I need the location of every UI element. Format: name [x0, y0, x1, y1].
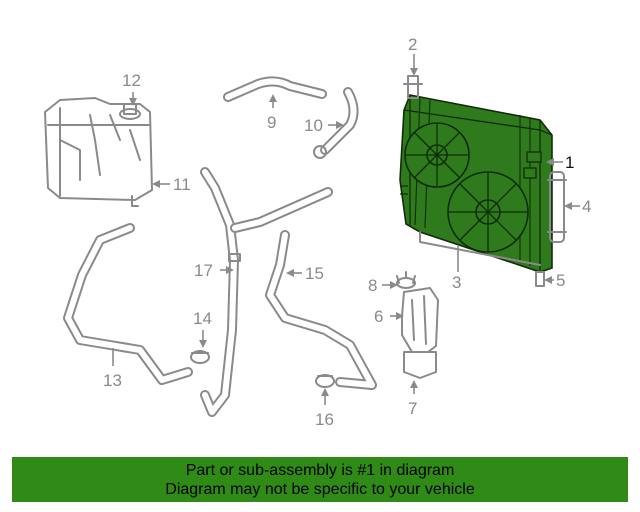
lower-radiator-hose [313, 87, 359, 159]
upper-hose [223, 76, 327, 102]
callout-3: 3 [452, 273, 461, 292]
bypass-hose [200, 167, 333, 417]
callout-2: 2 [408, 35, 417, 54]
callout-10: 10 [304, 116, 323, 135]
footer-line-1: Part or sub-assembly is #1 in diagram [185, 462, 455, 479]
callout-9: 9 [267, 113, 276, 132]
lower-support [419, 231, 541, 266]
callout-1: 1 [565, 153, 574, 172]
overflow-hose [63, 223, 193, 385]
hose-clamp [190, 350, 210, 364]
callout-11: 11 [173, 175, 191, 194]
callout-15: 15 [305, 264, 324, 283]
air-deflector-bracket [401, 287, 439, 379]
coolant-reservoir [44, 97, 153, 207]
heater-hose [265, 230, 377, 390]
callout-12: 12 [122, 71, 141, 90]
callout-5: 5 [556, 271, 565, 290]
callout-6: 6 [374, 307, 383, 326]
radiator-fan-assembly [399, 94, 553, 273]
radiator-mount [535, 271, 545, 287]
callout-16: 16 [315, 410, 334, 429]
footer-banner: Part or sub-assembly is #1 in diagram Di… [12, 457, 628, 502]
callout-8: 8 [368, 276, 377, 295]
callout-4: 4 [582, 197, 591, 216]
parts-diagram: 1 2 3 4 5 6 7 8 9 10 11 12 13 14 15 16 1… [44, 35, 591, 429]
clamp-small [315, 374, 335, 388]
receiver-drier [547, 171, 567, 243]
footer-line-2: Diagram may not be specific to your vehi… [165, 481, 475, 498]
callouts: 1 2 3 4 5 6 7 8 9 10 11 12 13 14 15 16 1… [103, 35, 591, 429]
callout-14: 14 [193, 309, 212, 328]
callout-17: 17 [194, 261, 213, 280]
radiator-cap [403, 75, 423, 99]
callout-13: 13 [103, 371, 122, 390]
bolt [396, 271, 416, 289]
callout-7: 7 [408, 399, 417, 418]
leader-lines [112, 54, 580, 405]
